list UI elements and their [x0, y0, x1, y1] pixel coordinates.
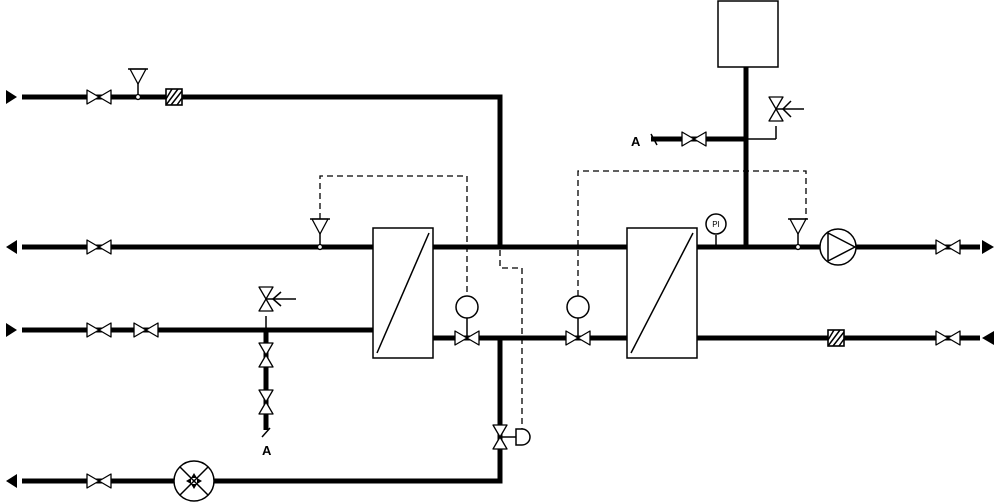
- gate-valve-drain-1[interactable]: [258, 342, 274, 368]
- inlet-arrow-right: [982, 331, 994, 345]
- control-valve-bottom[interactable]: [492, 424, 531, 450]
- outlet-arrow-bottom: [6, 474, 17, 488]
- gate-valve-supply-2[interactable]: [133, 322, 159, 338]
- safety-valve-right[interactable]: [746, 96, 804, 140]
- heat-exchanger-1: [372, 227, 434, 359]
- gate-valve-supply-1[interactable]: [86, 322, 112, 338]
- outlet-arrow-return: [6, 240, 17, 254]
- gate-valve-branch-a[interactable]: [681, 131, 707, 147]
- control-valve-1[interactable]: [454, 295, 480, 346]
- gate-valve-drain-2[interactable]: [258, 389, 274, 415]
- heat-exchanger-2: [626, 227, 698, 359]
- gate-valve-outlet-right[interactable]: [935, 239, 961, 255]
- gate-valve-top[interactable]: [86, 89, 112, 105]
- pressure-indicator-label: PI: [712, 220, 720, 229]
- pressure-indicator: PI: [705, 213, 727, 247]
- strainer-top: [165, 88, 183, 106]
- supply-line-top: [22, 94, 503, 247]
- connection-a-bottom-label: A: [262, 443, 272, 458]
- flow-meter: [173, 460, 215, 502]
- expansion-branch: [651, 66, 749, 247]
- safety-valve-left[interactable]: [258, 286, 296, 330]
- connection-a-bottom: A: [261, 427, 272, 458]
- inlet-arrow-top: [6, 90, 17, 104]
- gate-valve-inlet-right[interactable]: [935, 330, 961, 346]
- control-valve-2[interactable]: [565, 295, 591, 346]
- gate-valve-bottom[interactable]: [86, 473, 112, 489]
- strainer-right: [827, 329, 845, 347]
- gate-valve-return[interactable]: [86, 239, 112, 255]
- inlet-arrow-supply: [6, 323, 17, 337]
- connection-a-top: A: [631, 133, 658, 149]
- outlet-arrow-right: [982, 240, 994, 254]
- expansion-tank: [717, 0, 779, 68]
- circulation-pump[interactable]: [819, 228, 857, 266]
- connection-a-top-label: A: [631, 134, 641, 149]
- control-signal-lines: [319, 170, 807, 429]
